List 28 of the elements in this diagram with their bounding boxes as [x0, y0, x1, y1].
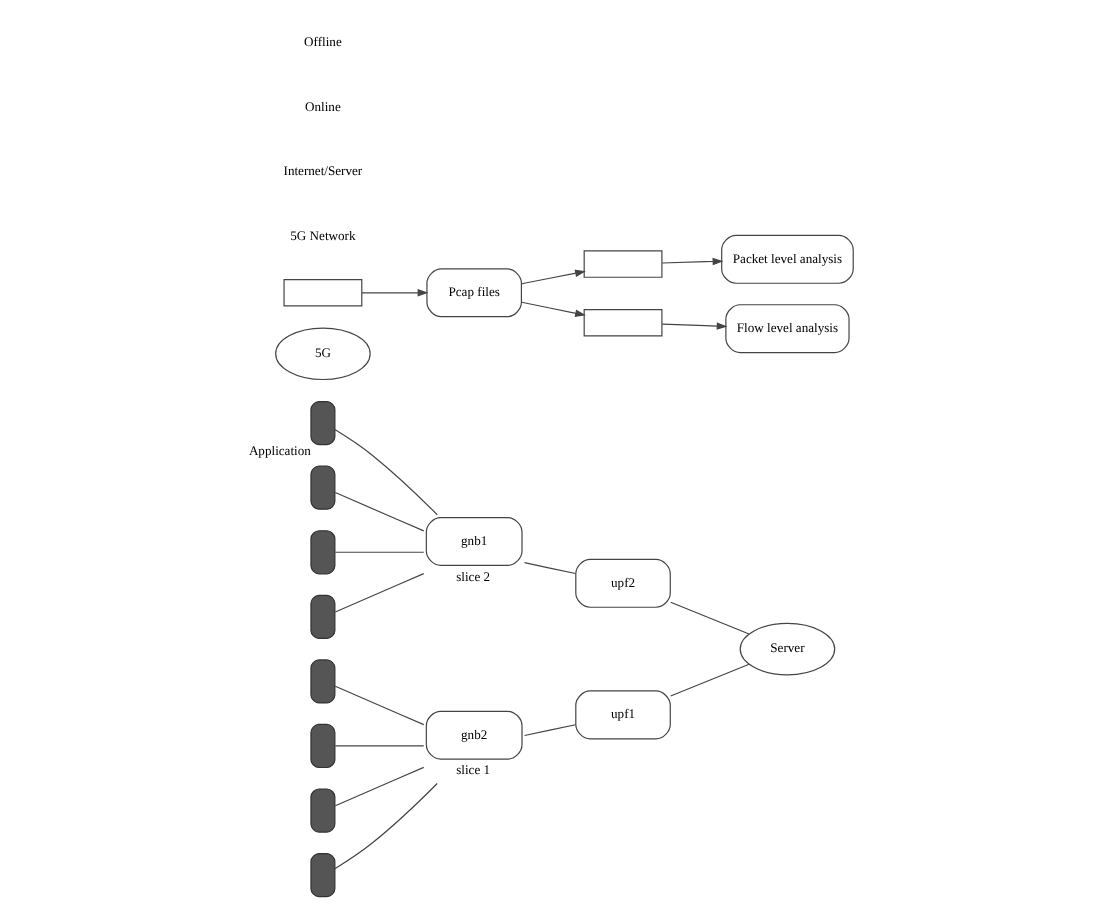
connector [669, 601, 749, 635]
node-box [582, 308, 662, 337]
connector [333, 491, 424, 532]
arrow [660, 257, 723, 266]
node-phone [309, 465, 335, 510]
connector [333, 745, 424, 747]
arrow [660, 322, 727, 330]
node-phone [309, 788, 335, 833]
connector [669, 663, 749, 697]
node-phone [309, 723, 335, 769]
node-phone [309, 659, 335, 704]
connector [333, 573, 424, 613]
connector [333, 685, 424, 726]
connector [522, 724, 576, 737]
node-phone [309, 530, 335, 575]
connector [522, 562, 576, 575]
node-box [582, 250, 662, 278]
arrow [360, 289, 428, 297]
connector [333, 766, 424, 807]
node-phone [309, 401, 335, 446]
arrow [520, 301, 585, 317]
connector [333, 428, 437, 516]
node-phone [309, 853, 335, 898]
arrow [520, 269, 585, 285]
connector [333, 782, 437, 870]
node-box [282, 279, 362, 307]
connector [333, 551, 424, 553]
node-phone [309, 594, 335, 639]
